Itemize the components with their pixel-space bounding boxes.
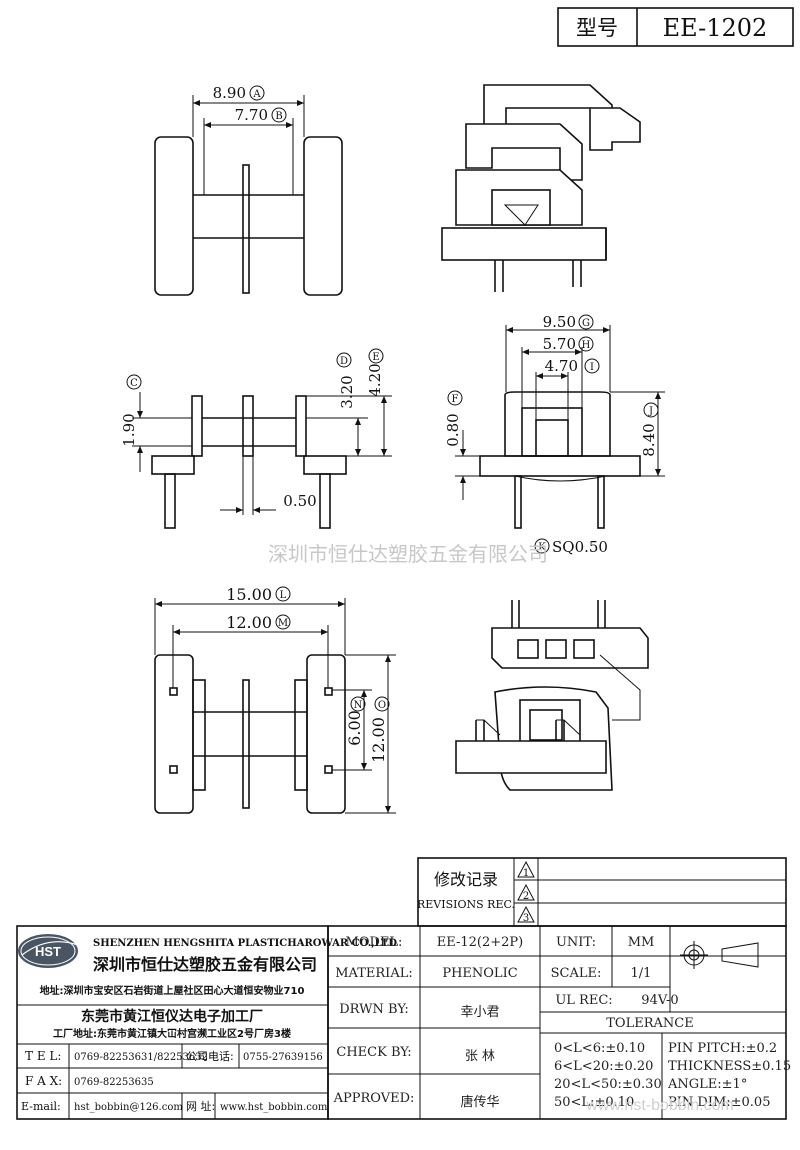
pin-spec-line-3: ANGLE:±1° [667, 1077, 747, 1092]
company-name-en: SHENZHEN HENGSHITA PLASTICHAROWAR CO.,LT… [93, 938, 397, 949]
spec-approved-value: 唐传华 [460, 1094, 499, 1110]
company-address: 地址:深圳市宝安区石岩街道上屋社区田心大道恒安物业710 [40, 984, 305, 997]
dim-g-letter: G [582, 318, 590, 329]
revisions-label-cn: 修改记录 [434, 870, 498, 889]
dim-i-value: 4.70 [545, 357, 578, 375]
projection-symbol-icon [680, 941, 759, 969]
dim-o-letter: O [378, 700, 386, 711]
tolerance-line-2: 6<L<20:±0.20 [554, 1059, 653, 1074]
dim-j-value: 8.40 [640, 423, 658, 456]
revision-row-3: 3 [523, 913, 529, 924]
spec-scale-value: 1/1 [631, 966, 652, 981]
side-view: 1.90 C 3.20 D 4.20 E 0.50 [120, 348, 392, 529]
spec-ul-label: UL REC: [555, 993, 612, 1008]
bottom-view: 15.00 L 12.00 M 6.00 N 12.00 O [154, 585, 396, 814]
spec-material-value: PHENOLIC [442, 966, 517, 981]
dim-n-letter: N [354, 700, 363, 711]
dim-d-letter: D [340, 356, 348, 367]
company-block: HST SHENZHEN HENGSHITA PLASTICHAROWAR CO… [16, 925, 397, 1120]
tolerance-line-4: 50<L:±0.10 [554, 1095, 634, 1110]
website-value: www.hst_bobbin.com [220, 1102, 328, 1113]
spec-material-label: MATERIAL: [335, 966, 412, 981]
dim-d-value: 3.20 [338, 375, 356, 408]
logo-text: HST [35, 944, 61, 959]
tel-value: 0769-82253631/82253632 [74, 1052, 208, 1063]
specs-block: MODEL: EE-12(2+2P) UNIT: MM MATERIAL: PH… [327, 925, 791, 1120]
spec-drawn-value: 幸小君 [460, 1005, 499, 1020]
watermark-text: 深圳市恒仕达塑胶五金有限公司 [268, 542, 548, 566]
dim-h-value: 5.70 [543, 335, 576, 353]
spec-model-label: MODEL: [346, 935, 403, 950]
company-name-cn: 深圳市恒仕达塑胶五金有限公司 [93, 955, 317, 974]
pin-spec-line-4: PIN DIM:±0.05 [668, 1095, 770, 1110]
dim-j-letter: J [648, 406, 653, 417]
revisions-block: 修改记录 REVISIONS REC. 1 2 3 [417, 857, 787, 927]
dim-l-letter: L [280, 590, 287, 601]
spec-check-label: CHECK BY: [336, 1045, 411, 1060]
dim-k-letter: K [538, 542, 546, 553]
tel-label: T E L: [25, 1049, 61, 1063]
dim-b-letter: B [275, 111, 282, 122]
revision-row-2: 2 [523, 891, 529, 902]
tolerance-line-1: 0<L<6:±0.10 [554, 1041, 645, 1056]
dim-a-letter: A [252, 89, 261, 100]
title-block: 型号 EE-1202 [557, 7, 794, 47]
isometric-view-lower [455, 600, 649, 791]
dim-n-value: 6.00 [345, 710, 364, 746]
dim-b-value: 7.70 [235, 106, 268, 124]
pin-spec-line-1: PIN PITCH:±0.2 [668, 1041, 777, 1056]
email-label: E-mail: [21, 1100, 61, 1113]
dim-m-value: 12.00 [226, 613, 272, 632]
spec-drawn-label: DRWN BY: [339, 1002, 408, 1017]
dim-c-value: 1.90 [120, 413, 138, 446]
spec-check-value: 张 林 [465, 1049, 495, 1064]
company-phone-value: 0755-27639156 [243, 1052, 323, 1063]
spec-unit-label: UNIT: [556, 935, 596, 950]
model-label: 型号 [576, 16, 618, 40]
dim-l-value: 15.00 [226, 585, 272, 604]
top-view: 8.90 A 7.70 B [154, 84, 343, 296]
website-label: 网 址: [186, 1099, 215, 1113]
front-view: 9.50 G 5.70 H 4.70 I 0.80 F 8.40 J K SQ0… [444, 313, 665, 556]
dim-e-value: 4.20 [366, 363, 384, 396]
factory-name: 东莞市黄江恒仪达电子加工厂 [81, 1008, 263, 1025]
spec-ul-value: 94V-0 [641, 993, 678, 1008]
fax-value: 0769-82253635 [74, 1077, 154, 1088]
spec-model-value: EE-12(2+2P) [437, 935, 523, 950]
fax-label: F A X: [25, 1074, 62, 1088]
dim-f-letter: F [452, 394, 459, 405]
dim-h-letter: H [582, 340, 591, 351]
isometric-view-upper [441, 84, 641, 292]
email-value: hst_bobbin@126.com [74, 1102, 183, 1113]
factory-address: 工厂地址:东莞市黄江镇大冚村宫濒工业区2号厂房3楼 [53, 1027, 291, 1040]
dim-c-letter: C [130, 378, 138, 389]
company-phone-label: 公司电话: [186, 1050, 234, 1063]
logo: HST [18, 934, 79, 968]
spec-approved-label: APPROVED: [333, 1091, 415, 1106]
footer-watermark: www.hst-bobbin.com [585, 1097, 734, 1114]
dim-e-letter: E [372, 352, 379, 363]
pin-spec-line-2: THICKNESS±0.15 [668, 1059, 791, 1074]
dim-m-letter: M [278, 618, 288, 629]
spec-tolerance-label: TOLERANCE [606, 1016, 693, 1031]
dim-pin-value: 0.50 [283, 492, 316, 510]
spec-scale-label: SCALE: [551, 966, 602, 981]
dim-g-value: 9.50 [543, 313, 576, 331]
model-code: EE-1202 [663, 14, 768, 42]
revisions-label-en: REVISIONS REC. [417, 898, 515, 911]
tolerance-line-3: 20<L<50:±0.30 [554, 1077, 662, 1092]
dim-a-value: 8.90 [213, 84, 246, 102]
dim-i-letter: I [590, 362, 594, 373]
revision-row-1: 1 [523, 868, 529, 879]
dim-o-value: 12.00 [369, 717, 388, 763]
dim-k-value: SQ0.50 [552, 538, 608, 556]
dim-f-value: 0.80 [444, 413, 462, 446]
spec-unit-value: MM [628, 935, 655, 950]
